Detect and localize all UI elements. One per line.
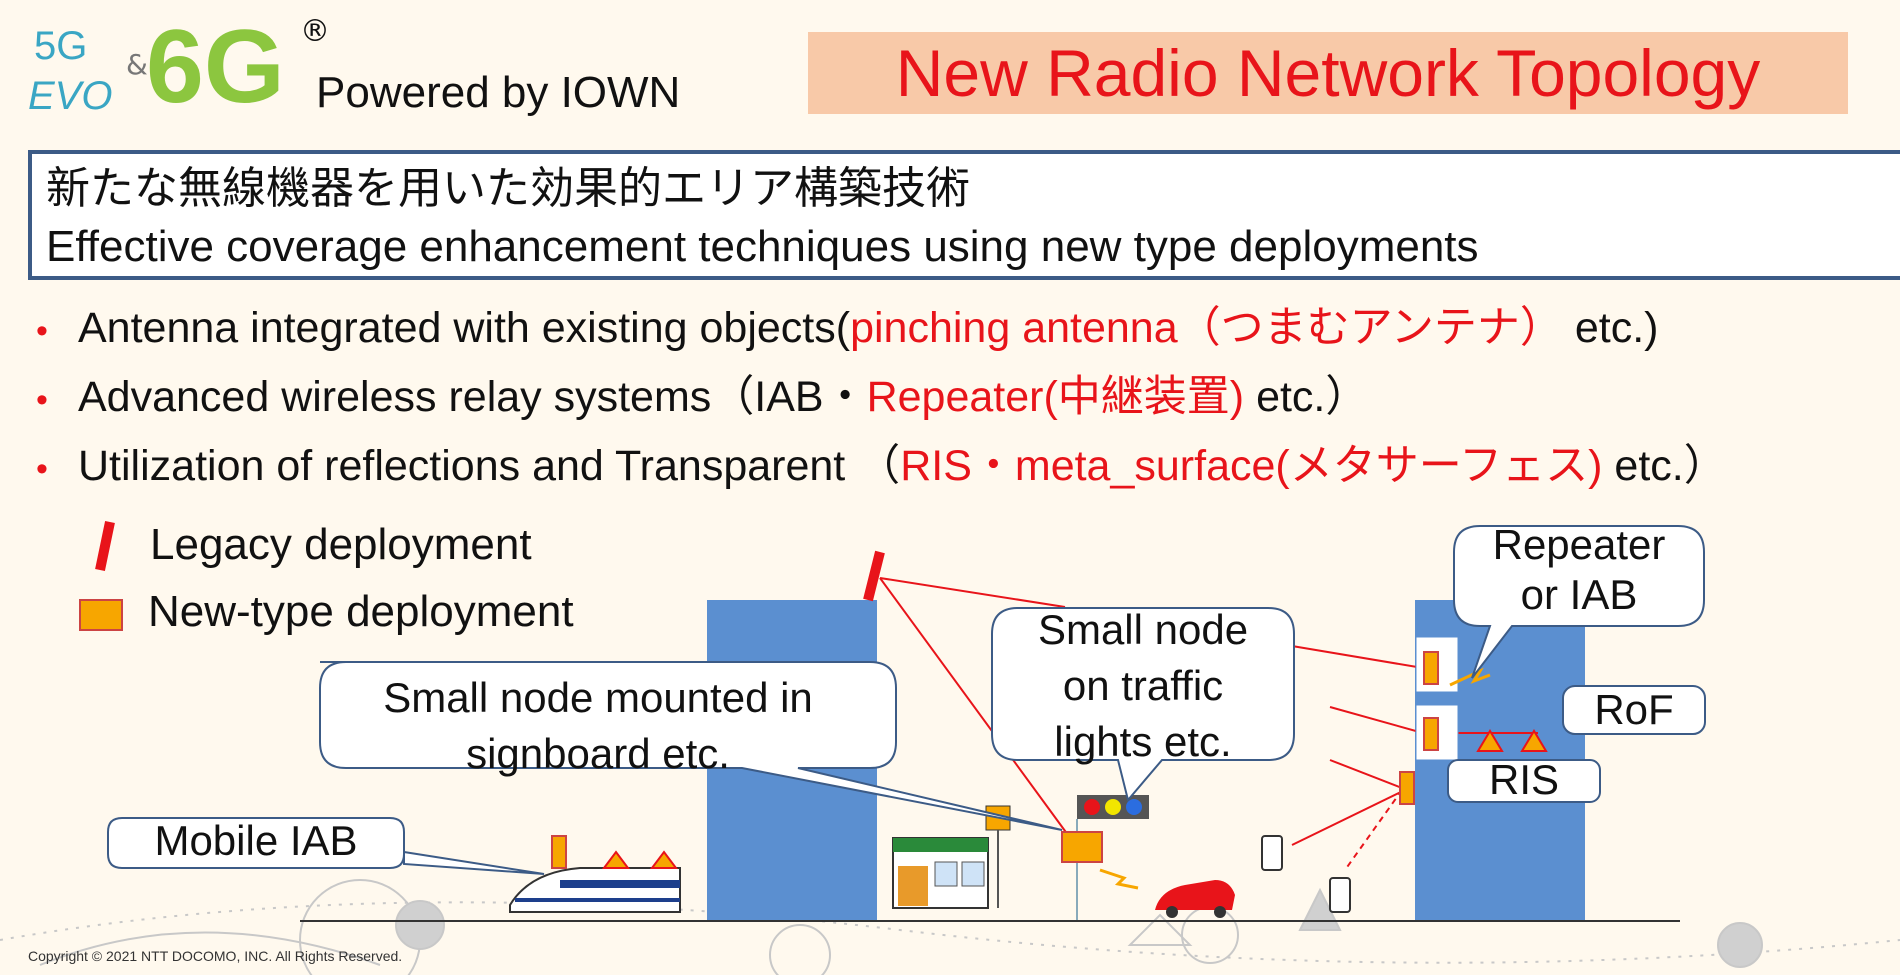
legacy-antenna-on-building <box>863 550 885 602</box>
rof-callout: RoF <box>1594 686 1674 733</box>
callout-line: on traffic <box>1062 662 1224 709</box>
red-car <box>1155 880 1235 918</box>
subtitle-box: 新たな無線機器を用いた効果的エリア構築技術 Effective coverage… <box>28 150 1900 280</box>
signal-lines <box>879 577 1538 871</box>
registered-mark: ® <box>300 14 330 49</box>
phones <box>1261 835 1351 913</box>
bullet-separator: ・ <box>971 442 1015 490</box>
bullet-text: Utilization of reflections and Transpare… <box>78 442 901 490</box>
bullet-list: • Antenna integrated with existing object… <box>36 298 1727 505</box>
subtitle-japanese: 新たな無線機器を用いた効果的エリア構築技術 <box>46 163 970 214</box>
legend-legacy-label: Legacy deployment <box>150 520 532 569</box>
traffic-light-callout: Small node on traffic lights etc. <box>992 602 1294 770</box>
logo-6g-text: 6G <box>146 9 285 125</box>
subtitle-english: Effective coverage enhancement technique… <box>46 222 1479 271</box>
5g-evo-6g-logo: 5G EVO & 6G ® <box>28 9 330 126</box>
page-title: New Radio Network Topology <box>895 36 1761 110</box>
bullet-dot-icon: • <box>36 381 48 419</box>
convenience-store <box>892 805 1011 909</box>
new-type-node-icon <box>79 599 123 631</box>
legend <box>79 520 123 631</box>
logo-5g-text: 5G <box>34 24 88 68</box>
title-banner: New Radio Network Topology <box>808 32 1848 114</box>
repeater-nodes <box>1399 636 1548 805</box>
callout-line: signboard etc. <box>466 730 730 777</box>
legend-newtype-label: New-type deployment <box>148 587 574 636</box>
bullet-dot-icon: • <box>36 450 48 488</box>
callout-line: Small node <box>1037 606 1249 653</box>
callout-line: lights etc. <box>1054 718 1232 765</box>
copyright-footer: Copyright © 2021 NTT DOCOMO, INC. All Ri… <box>28 948 403 964</box>
bullet-item: • Antenna integrated with existing object… <box>36 298 1727 367</box>
callout-line: or IAB <box>1520 571 1638 618</box>
mobile-iab-callout: Mobile IAB <box>154 817 358 864</box>
callout-line: Repeater <box>1492 521 1666 568</box>
ris-callout: RIS <box>1488 756 1559 803</box>
powered-by-label: Powered by IOWN <box>316 68 681 117</box>
bullet-text: etc.) <box>1562 304 1659 352</box>
bullet-highlight: RIS <box>900 442 972 490</box>
signboard-callout: Small node mounted in signboard etc. <box>300 670 896 782</box>
bullet-highlight: Repeater(中継装置) <box>866 373 1245 421</box>
repeater-callout: Repeater or IAB <box>1454 520 1704 620</box>
bullet-item: • Utilization of reflections and Transpar… <box>36 436 1727 505</box>
legacy-antenna-icon <box>95 520 115 572</box>
bullet-text: Advanced wireless relay systems（IAB・ <box>78 373 867 421</box>
logo-evo-text: EVO <box>28 74 113 118</box>
bullet-item: • Advanced wireless relay systems（IAB・Rep… <box>36 367 1727 436</box>
callout-line: Small node mounted in <box>383 674 813 721</box>
bullet-text: Antenna integrated with existing objects… <box>78 304 851 352</box>
bullet-highlight: meta_surface(メタサーフェス) <box>1014 442 1603 490</box>
bullet-text: etc.） <box>1602 442 1727 490</box>
shinkansen-train <box>509 835 681 913</box>
bullet-highlight: pinching antenna（つまむアンテナ） <box>850 304 1563 352</box>
logo-ampersand: & <box>126 48 148 81</box>
traffic-light <box>1061 795 1149 920</box>
callout-shapes <box>107 525 1706 875</box>
bullet-dot-icon: • <box>36 312 48 350</box>
bullet-text: etc.） <box>1244 373 1369 421</box>
